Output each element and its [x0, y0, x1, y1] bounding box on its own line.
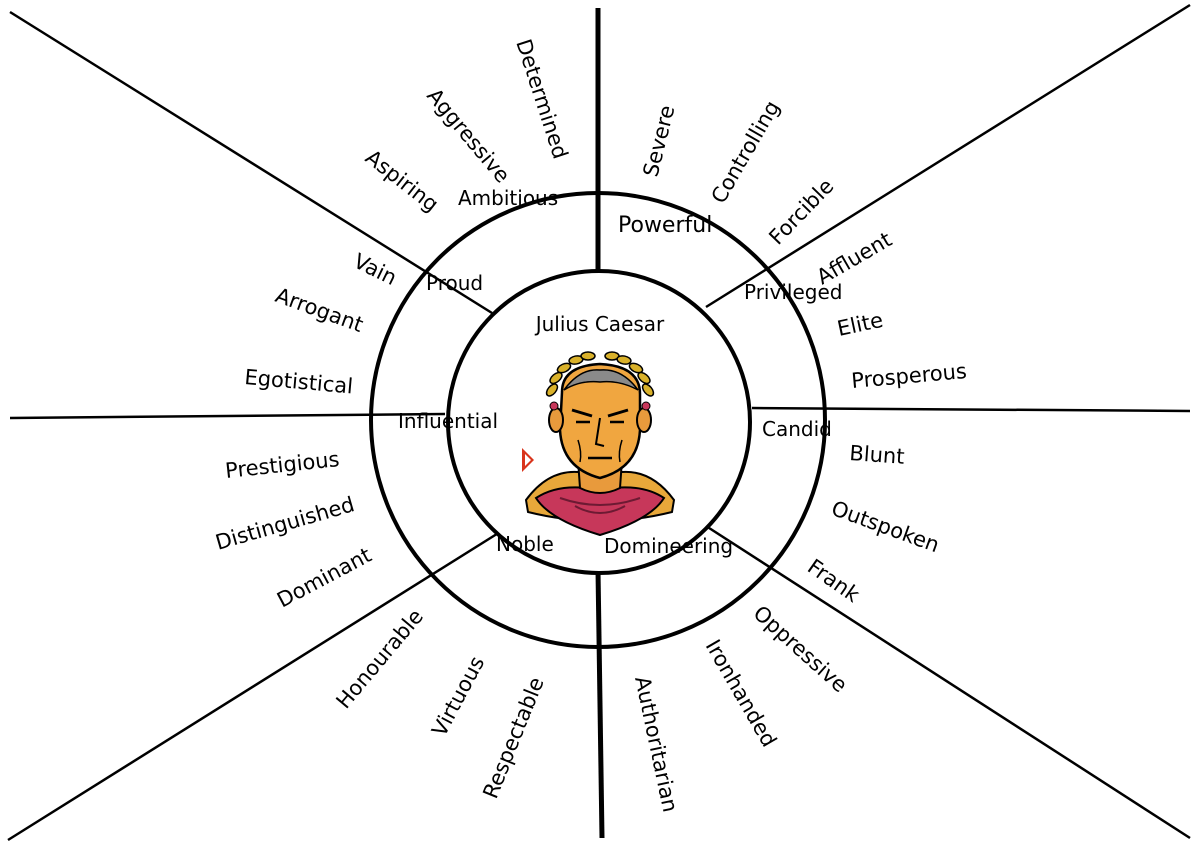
inner-word: Powerful [618, 213, 712, 238]
center-title: Julius Caesar [534, 312, 665, 336]
spoke-left [9, 412, 446, 420]
inner-word: Influential [398, 409, 498, 433]
outer-word: Honourable [331, 605, 428, 714]
outer-word: Egotistical [244, 365, 354, 398]
spoke-upper-left [9, 10, 493, 315]
outer-word: Respectable [478, 674, 548, 802]
outer-word: Blunt [849, 441, 906, 469]
outer-word: Arrogant [272, 283, 366, 337]
spoke-lower-left [7, 530, 501, 842]
outer-word: Distinguished [213, 492, 357, 555]
outer-word: Determined [511, 36, 572, 162]
outer-word: Prosperous [850, 359, 967, 393]
spoke-right [751, 406, 1191, 413]
outer-word: Dominant [273, 543, 375, 613]
outer-word: Outspoken [828, 496, 942, 557]
spoke-bottom [595, 569, 605, 839]
outer-word: Frank [803, 554, 865, 607]
outer-word: Vain [350, 249, 401, 290]
outer-ring [369, 191, 827, 649]
outer-word: Aggressive [422, 84, 514, 188]
outer-word: Virtuous [427, 652, 489, 740]
inner-word: Privileged [744, 280, 842, 304]
spoke-upper-right [705, 3, 1191, 309]
outer-word: Affluent [813, 227, 896, 289]
caesar-portrait [522, 351, 676, 537]
outer-word: Oppressive [749, 601, 852, 697]
inner-word: Proud [426, 271, 483, 295]
outer-word: Elite [835, 308, 885, 341]
outer-word: Controlling [707, 97, 785, 208]
spoke-lower-right [705, 524, 1191, 840]
inner-word: Noble [496, 532, 554, 556]
inner-word: Candid [762, 417, 832, 441]
outer-word: Authoritarian [630, 674, 682, 814]
outer-word: Severe [639, 103, 680, 179]
inner-word: Ambitious [458, 186, 558, 210]
outer-word: Aspiring [361, 145, 443, 217]
inner-ring-words: Ambitious Powerful Privileged Candid Dom… [398, 186, 842, 558]
outer-word: Prestigious [224, 447, 341, 483]
outer-word: Forcible [764, 174, 838, 250]
inner-word: Domineering [604, 534, 733, 558]
outer-word: Ironhanded [701, 636, 782, 752]
